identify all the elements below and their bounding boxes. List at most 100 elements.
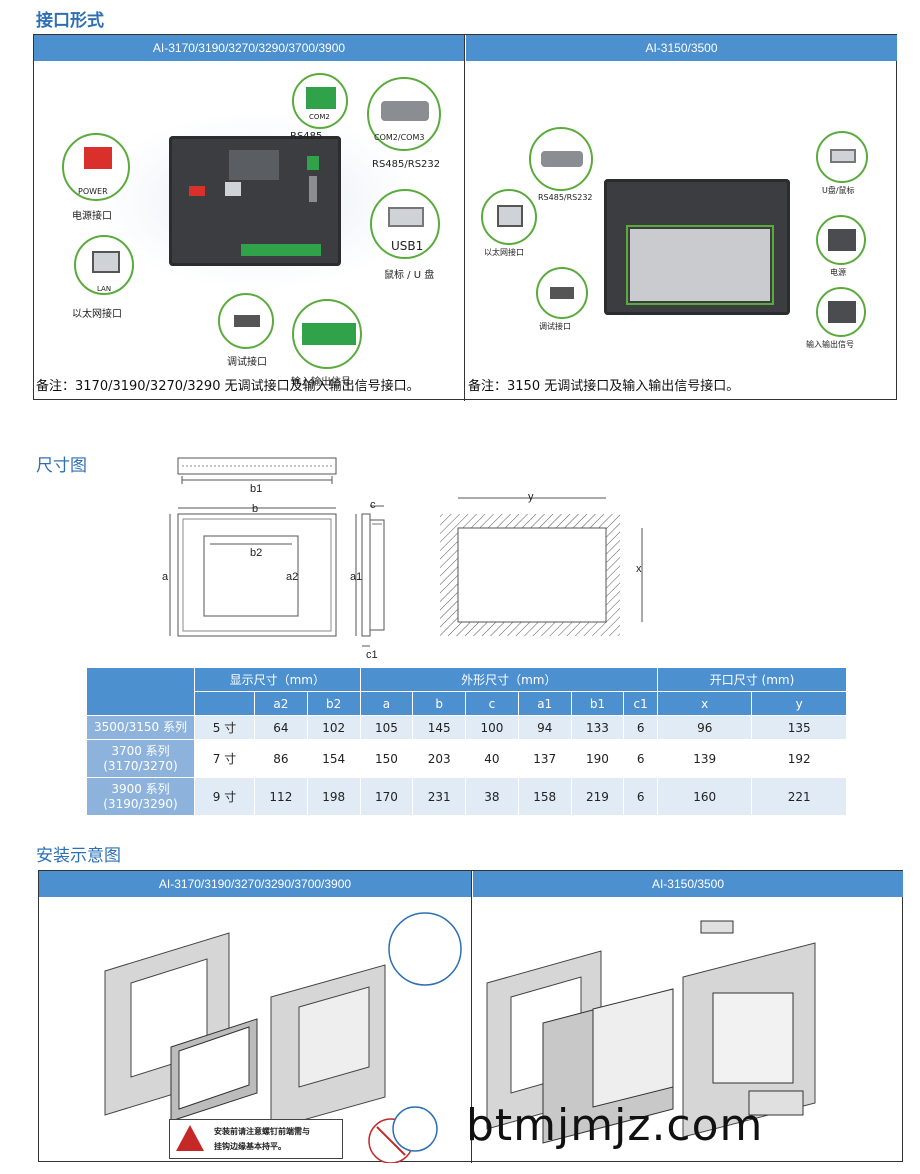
value-cell: 94 — [517, 715, 572, 740]
install-box: AI-3170/3190/3270/3290/3700/3900 AI-3150… — [38, 870, 903, 1163]
install-left-header: AI-3170/3190/3270/3290/3700/3900 — [39, 871, 471, 897]
lan-badge: LAN — [97, 285, 112, 293]
mini-usb-icon-r — [550, 287, 574, 299]
value-cell: 219 — [570, 777, 625, 816]
com-port — [309, 176, 317, 202]
sub-header: b1 — [570, 691, 625, 716]
lan-port — [225, 182, 241, 196]
value-cell: 105 — [359, 715, 414, 740]
terminal-block — [630, 229, 770, 301]
value-cell: 137 — [517, 739, 572, 778]
install-drawing-right — [486, 920, 816, 1144]
sub-header: b — [412, 691, 467, 716]
value-cell: 192 — [751, 739, 847, 778]
power-callout — [62, 133, 130, 201]
dim-b: b — [252, 503, 258, 515]
install-drawing-left — [104, 912, 462, 1163]
debug-label: 调试接口 — [227, 357, 267, 368]
usb-callout-r — [816, 131, 868, 183]
dimension-section-title: 尺寸图 — [36, 456, 87, 476]
value-cell: 190 — [570, 739, 625, 778]
series-cell: 3900 系列 (3190/3290) — [86, 777, 195, 816]
size-cell: 7 寸 — [194, 739, 255, 778]
value-cell: 96 — [656, 715, 753, 740]
value-cell: 221 — [751, 777, 847, 816]
value-cell: 231 — [412, 777, 467, 816]
sub-header: c — [465, 691, 519, 716]
io-highlight — [626, 225, 774, 305]
sub-header: b2 — [306, 691, 361, 716]
install-divider — [471, 871, 472, 1163]
com2-com3-callout — [367, 77, 441, 151]
db9-icon-r — [541, 151, 583, 167]
install-right-header: AI-3150/3500 — [473, 871, 903, 897]
usb-port-icon — [388, 207, 424, 227]
series-cell: 3700 系列 (3170/3270) — [86, 739, 195, 778]
io-terminal-icon-r — [828, 301, 856, 323]
power-badge: POWER — [78, 187, 108, 196]
value-cell: 135 — [751, 715, 847, 740]
dim-a: a — [162, 571, 169, 583]
usb-label-r: U盘/鼠标 — [822, 186, 855, 195]
rs485-rs232-label: RS485/RS232 — [372, 159, 441, 170]
mini-usb-icon — [234, 315, 260, 327]
sub-header: x — [656, 691, 753, 716]
db9-icon — [381, 101, 429, 121]
value-cell: 100 — [465, 715, 519, 740]
rj45-icon-r — [497, 205, 523, 227]
device-3150-back — [604, 179, 790, 315]
device-back-panel — [169, 136, 341, 266]
interface-divider — [464, 35, 465, 401]
right-interface-diagram: RS485/RS232 以太网接口 调试接口 U盘/鼠标 电源 输入输出信号 — [466, 61, 897, 371]
dim-a2: a2 — [286, 571, 298, 583]
usb-label: 鼠标 / U 盘 — [384, 270, 435, 281]
value-cell: 6 — [623, 715, 658, 740]
value-cell: 112 — [254, 777, 308, 816]
warning-box: 安装前请注意螺钉前端需与 挂钩边缘基本持平。 — [169, 1119, 343, 1159]
debug-callout-r — [536, 267, 588, 319]
lan-callout-r — [481, 189, 537, 245]
dim-c1: c1 — [366, 649, 378, 661]
io-label-r: 输入输出信号 — [806, 340, 854, 349]
value-cell: 203 — [412, 739, 467, 778]
value-cell: 198 — [306, 777, 361, 816]
power-terminal-icon-r — [828, 229, 856, 251]
table-corner — [86, 667, 195, 716]
value-cell: 139 — [656, 739, 753, 778]
dim-b1: b1 — [250, 483, 262, 495]
power-plug-icon — [84, 147, 112, 169]
warning-text-2: 挂钩边缘基本持平。 — [214, 1142, 286, 1151]
interface-left-header: AI-3170/3190/3270/3290/3700/3900 — [34, 35, 464, 61]
warning-text-1: 安装前请注意螺钉前端需与 — [214, 1127, 310, 1136]
sub-header: a1 — [517, 691, 572, 716]
com2-terminal-icon — [306, 87, 336, 109]
rs485-callout-r — [529, 127, 593, 191]
debug-callout — [218, 293, 274, 349]
table-row: 3700 系列 (3170/3270) 7 寸 86 154 150 203 4… — [86, 739, 847, 778]
group-header-display: 显示尺寸（mm） — [194, 667, 361, 692]
com2-small-label: COM2 — [309, 113, 330, 121]
value-cell: 145 — [412, 715, 467, 740]
sub-header: c1 — [623, 691, 658, 716]
sub-header: a — [359, 691, 414, 716]
value-cell: 38 — [465, 777, 519, 816]
value-cell: 160 — [656, 777, 753, 816]
value-cell: 133 — [570, 715, 625, 740]
dim-c: c — [370, 499, 376, 511]
com2-callout — [292, 73, 348, 129]
value-cell: 158 — [517, 777, 572, 816]
debug-label-r: 调试接口 — [539, 322, 571, 331]
value-cell: 6 — [623, 739, 658, 778]
interface-section-title: 接口形式 — [36, 11, 104, 31]
power-callout-r — [816, 215, 866, 265]
power-port — [189, 186, 205, 196]
watermark: btmjmjz.com — [466, 1100, 764, 1151]
group-header-outline: 外形尺寸（mm） — [359, 667, 658, 692]
value-cell: 154 — [306, 739, 361, 778]
value-cell: 102 — [306, 715, 361, 740]
value-cell: 6 — [623, 777, 658, 816]
io-callout — [292, 299, 362, 369]
group-header-cutout: 开口尺寸 (mm) — [656, 667, 848, 692]
interface-box: AI-3170/3190/3270/3290/3700/3900 AI-3150… — [33, 34, 897, 401]
dim-y: y — [528, 491, 534, 503]
